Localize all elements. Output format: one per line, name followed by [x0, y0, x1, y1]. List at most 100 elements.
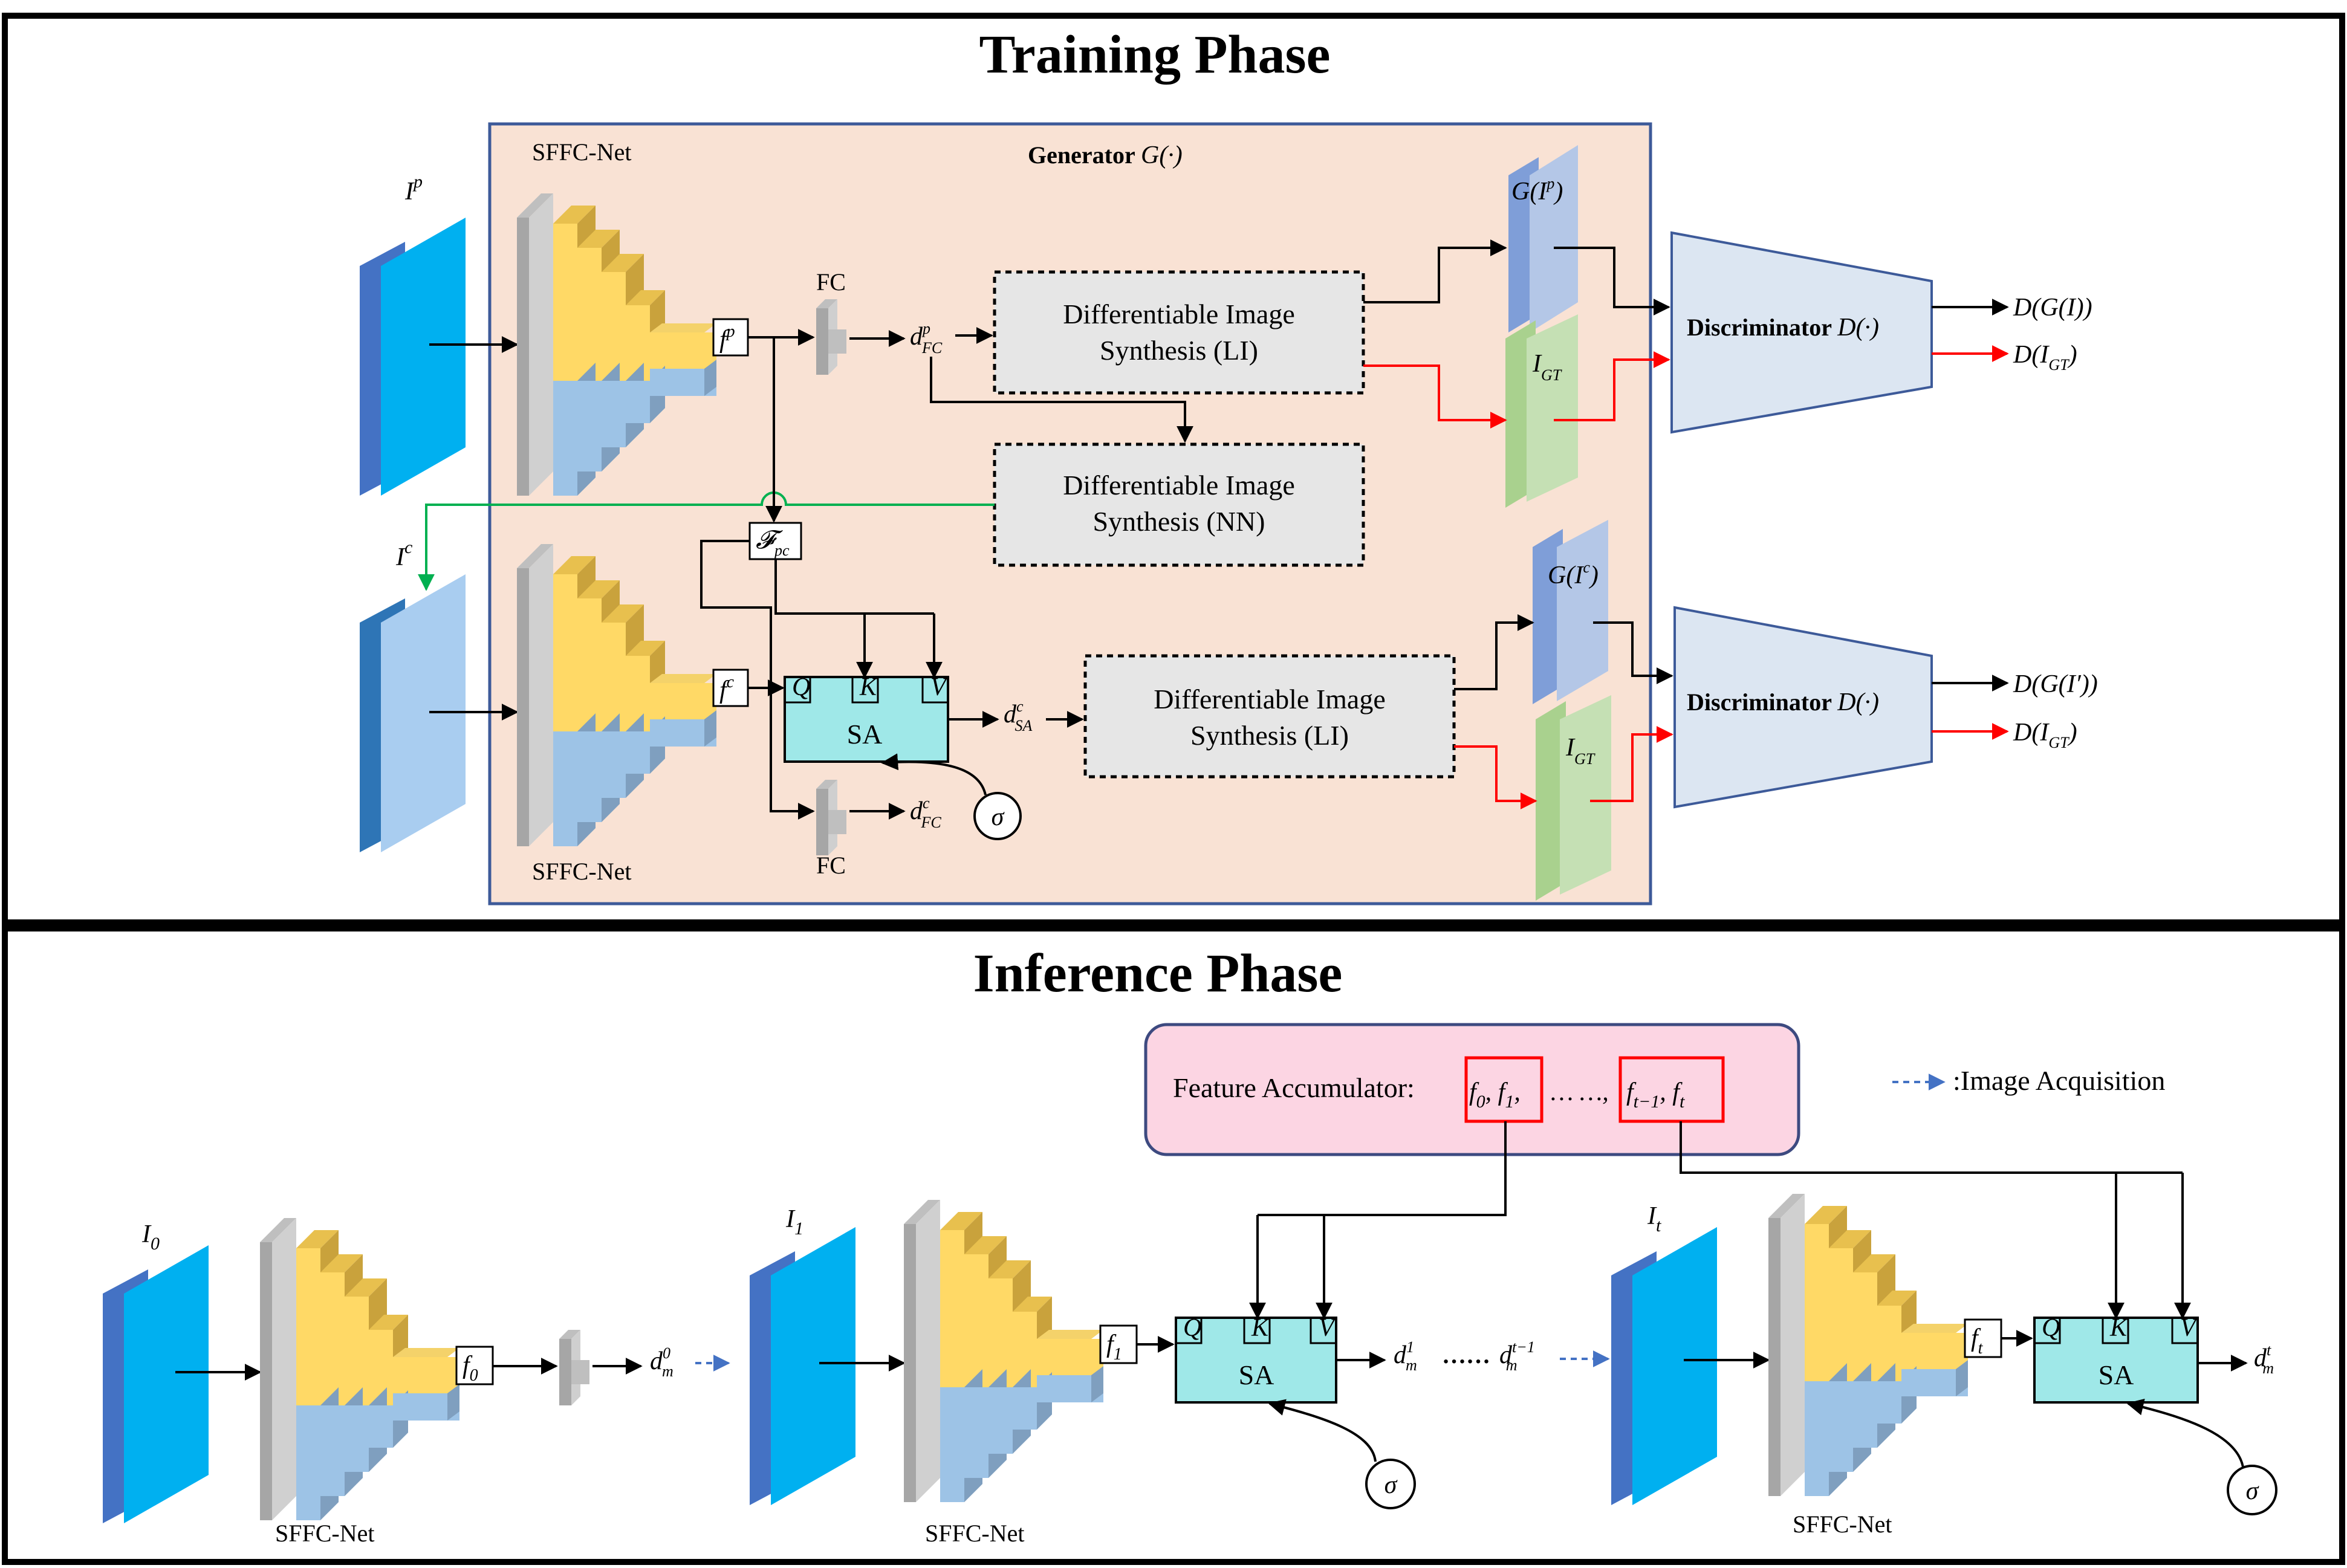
out-digt2: D(IGT)	[2013, 719, 2077, 751]
input-image-i0	[103, 1245, 209, 1523]
fc-top-label: FC	[816, 268, 846, 296]
inference-title: Inference Phase	[973, 944, 1343, 1003]
legend-label: :Image Acquisition	[1953, 1065, 2165, 1096]
out-dgi: D(G(I))	[2013, 294, 2092, 322]
generator-label: Generator G(·)	[1028, 141, 1183, 169]
sa-block-inf-1	[1175, 1317, 1337, 1404]
dis-nn-line1: Differentiable Image	[1063, 470, 1295, 501]
sffc-inf-1-label: SFFC-Net	[275, 1520, 375, 1547]
igt-top-label: IGT	[1532, 350, 1562, 384]
acc-f0-f1-highlight	[1464, 1056, 1544, 1123]
sa1-v-label: V	[1319, 1314, 1337, 1342]
arrow-igt2-to-disc	[1590, 726, 1673, 802]
sffc-net-inf-3	[1768, 1194, 1968, 1496]
fc-bottom-label: FC	[816, 852, 846, 879]
sat-k	[2102, 1317, 2129, 1344]
training-frame	[2, 13, 2345, 925]
training-title: Training Phase	[979, 25, 1331, 85]
arrow-sigma-to-sat	[2126, 1399, 2244, 1468]
out-digt: D(IGT)	[2013, 341, 2077, 374]
sffc-bottom-label: SFFC-Net	[532, 858, 632, 885]
sa-train-k	[851, 676, 879, 704]
sa1-k	[1243, 1317, 1271, 1344]
sat-label: SA	[2099, 1359, 2134, 1390]
input-image-i1	[750, 1227, 855, 1505]
feature-fc-box	[712, 669, 749, 707]
acc-f0: f0, f1,	[1469, 1078, 1521, 1112]
sa1-q	[1175, 1317, 1203, 1344]
igt-image-top	[1505, 314, 1578, 508]
sigma-train	[973, 792, 1022, 840]
sat-q-label: Q	[2042, 1314, 2060, 1342]
arrow-dis1-to-igt	[1363, 364, 1507, 429]
sffc-net-inf-1	[260, 1218, 459, 1520]
input-ip-label: Ip	[404, 172, 423, 206]
sigma-inf-1	[1365, 1459, 1416, 1509]
acc-ft-highlight	[1618, 1056, 1725, 1123]
sa-train-label: SA	[847, 719, 883, 750]
arrow-dis1-to-gip	[1363, 239, 1507, 303]
disc-top-label: Discriminator D(·)	[1687, 314, 1879, 342]
discriminator-bottom	[1673, 606, 1933, 809]
discriminator-top	[1670, 231, 1933, 434]
sa-block-train	[784, 676, 949, 763]
dis-li-2-line1: Differentiable Image	[1154, 684, 1386, 714]
g-ip-image	[1508, 145, 1578, 332]
sa-train-v	[921, 676, 949, 704]
fc-inf	[559, 1330, 589, 1405]
sa1-v	[1310, 1317, 1337, 1344]
inference-dots: ……	[1442, 1341, 1490, 1369]
sa-train-k-label: K	[859, 673, 878, 701]
out-dgi2: D(G(I′))	[2013, 670, 2098, 698]
dis-li-1-line2: Synthesis (LI)	[1100, 335, 1258, 366]
dis-nn-line2: Synthesis (NN)	[1093, 506, 1265, 537]
feature-fp-box	[712, 318, 749, 357]
sa-train-v-label: V	[930, 673, 949, 701]
g-ip-label: G(Ip)	[1511, 175, 1563, 206]
sigma-inf-t	[2227, 1465, 2277, 1515]
sffc-top-label: SFFC-Net	[532, 138, 632, 166]
arrow-sigma-to-sa1	[1268, 1399, 1377, 1462]
arrow-dis2-to-gic	[1454, 614, 1534, 690]
acc-dots: … …,	[1551, 1078, 1609, 1106]
sa1-q-label: Q	[1183, 1314, 1201, 1342]
g-ic-label: G(Ic)	[1548, 559, 1599, 589]
line-acc-to-sat	[1680, 1121, 2183, 1174]
arrow-sigma-to-sa	[881, 753, 987, 795]
sa-train-q-label: Q	[792, 673, 810, 701]
sa1-k-label: K	[1251, 1314, 1270, 1342]
input-image-ip	[360, 218, 466, 496]
line-acc-to-sa1	[1258, 1121, 1507, 1216]
ft-box	[1964, 1318, 2002, 1358]
i1-label: I1	[785, 1205, 803, 1239]
arrow-gic-to-disc	[1593, 621, 1673, 684]
dis-nn-box	[993, 442, 1365, 567]
it-label: It	[1647, 1202, 1661, 1236]
arrow-igt-to-disc	[1554, 351, 1670, 421]
sigma-inf-1-label: σ	[1385, 1471, 1398, 1499]
fpc-box	[748, 522, 802, 560]
arrow-dis2-to-igt	[1454, 745, 1537, 809]
sa-train-q	[784, 676, 811, 704]
dis-li-box-1	[993, 270, 1365, 395]
dis-li-box-2	[1083, 654, 1456, 779]
sffc-inf-3-label: SFFC-Net	[1793, 1511, 1892, 1538]
sat-v	[2171, 1317, 2199, 1344]
sat-k-label: K	[2109, 1314, 2128, 1342]
accumulator-label: Feature Accumulator:	[1173, 1072, 1415, 1103]
sffc-inf-2-label: SFFC-Net	[925, 1520, 1025, 1547]
sigma-train-label: σ	[992, 803, 1005, 831]
input-image-it	[1611, 1227, 1717, 1505]
dis-li-1-line1: Differentiable Image	[1063, 299, 1295, 329]
arrow-gip-to-disc	[1554, 247, 1670, 316]
igt-image-bottom	[1536, 695, 1611, 901]
sat-v-label: V	[2180, 1314, 2198, 1342]
sat-q	[2033, 1317, 2061, 1344]
disc-bottom-label: Discriminator D(·)	[1687, 688, 1879, 716]
